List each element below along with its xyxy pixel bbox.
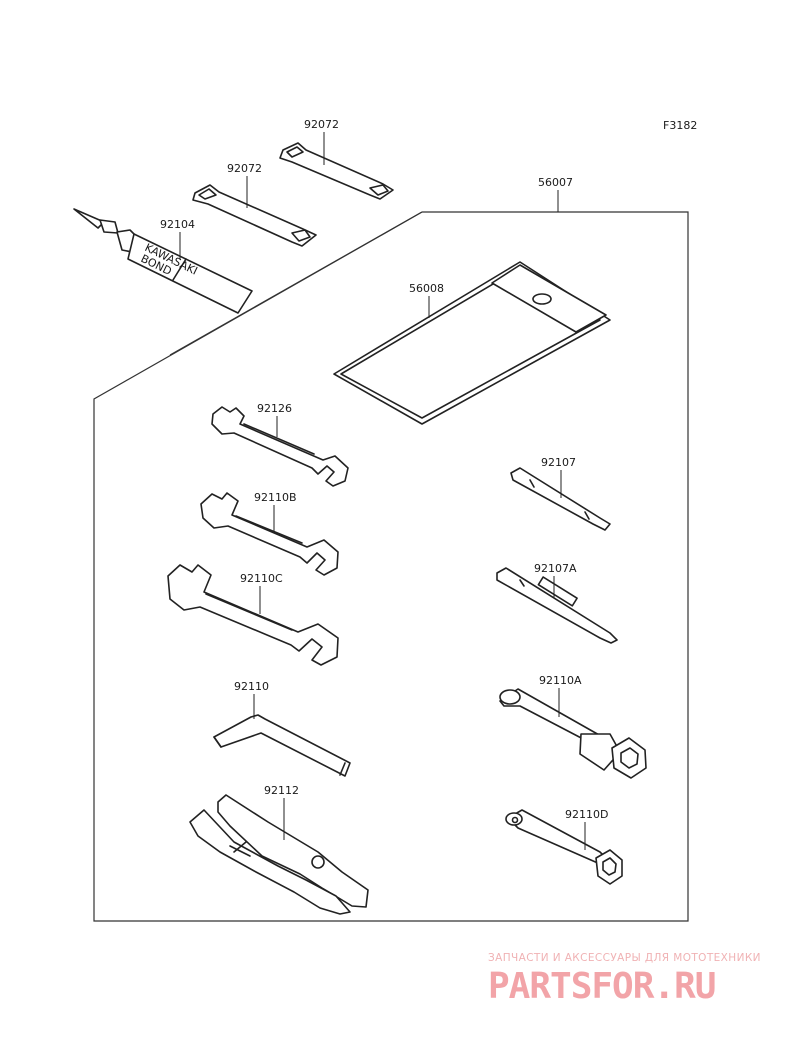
label-wrench-92126: 92126 [257, 402, 292, 415]
label-bond: 92104 [160, 218, 195, 231]
wrench-92110c-part [167, 564, 339, 666]
strap-top-part [279, 142, 394, 200]
tool-bag-part [333, 261, 611, 425]
label-hex-wrench: 92110 [234, 680, 269, 693]
frame-diagonal [169, 211, 423, 356]
label-driver: 92107 [541, 456, 576, 469]
driver-92107-part [510, 467, 611, 531]
box-wrench-92110d-part [505, 809, 623, 885]
label-box-wrench-d: 92110D [565, 808, 608, 821]
hex-wrench-part [213, 714, 351, 777]
tool-kit-frame [93, 211, 689, 922]
label-tool-kit: 56007 [538, 176, 573, 189]
strap-bottom-part [192, 184, 317, 247]
driver-92107a-part [496, 567, 618, 644]
label-wrench-92110b: 92110B [254, 491, 297, 504]
label-driver-a: 92107A [534, 562, 577, 575]
watermark-logo: PARTSFOR.RU [488, 966, 716, 1007]
pliers-part [189, 794, 369, 915]
label-strap-top: 92072 [304, 118, 339, 131]
watermark-tagline: ЗАПЧАСТИ И АКСЕССУАРЫ ДЛЯ МОТОТЕХНИКИ [488, 952, 761, 964]
label-pliers: 92112 [264, 784, 299, 797]
figure-code: F3182 [663, 119, 697, 132]
label-wrench-92110c: 92110C [240, 572, 283, 585]
label-strap-bottom: 92072 [227, 162, 262, 175]
wrench-92110b-part [200, 492, 339, 576]
wrench-92126-part [211, 406, 349, 487]
label-box-wrench-a: 92110A [539, 674, 582, 687]
box-wrench-92110a-part [499, 688, 647, 779]
label-tool-bag: 56008 [409, 282, 444, 295]
